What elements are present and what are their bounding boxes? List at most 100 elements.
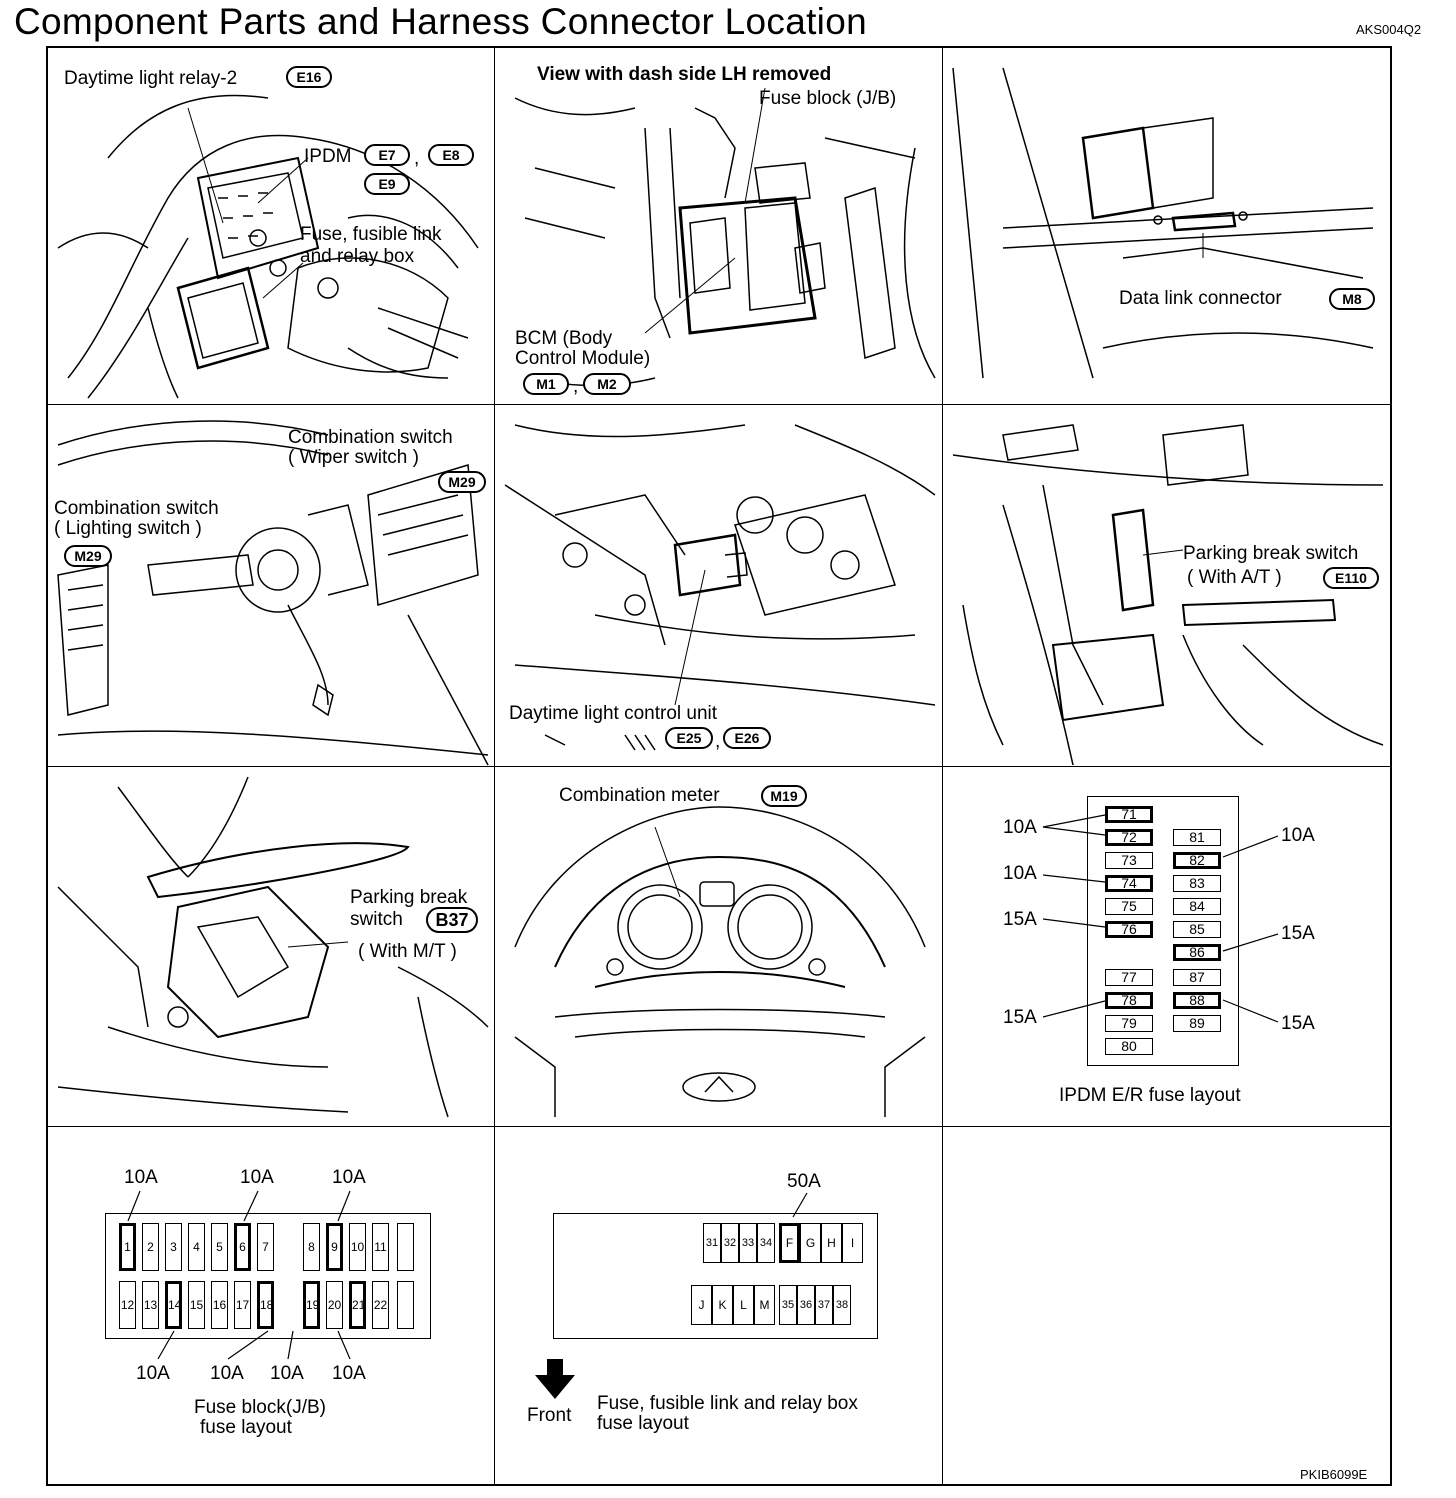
jb-caption-line1: Fuse block(J/B) (194, 1397, 326, 1418)
fuse-block-label: Fuse block (J/B) (759, 88, 897, 109)
relay-box-leaders (535, 1192, 808, 1399)
connector-m2: M2 (583, 373, 631, 395)
panel-data-link-connector: Data link connector M8 (943, 48, 1390, 404)
amp-rating: 15A (1281, 923, 1315, 944)
separator: , (573, 376, 579, 397)
fuse-74: 74 (1105, 875, 1153, 892)
fuse-I: I (842, 1223, 863, 1263)
separator: , (414, 148, 420, 169)
fuse-1: 1 (119, 1223, 136, 1271)
amp-rating: 10A (332, 1167, 366, 1188)
combination-meter-label: Combination meter (559, 785, 720, 806)
parking-break-line2: switch (350, 909, 403, 930)
panel-bcm: View with dash side LH removed Fuse bloc… (495, 48, 942, 404)
parking-break-line1: Parking break (350, 887, 468, 908)
connector-e25: E25 (665, 727, 713, 749)
fuse-83: 83 (1173, 875, 1221, 892)
fuse-19: 19 (303, 1281, 320, 1329)
dlc-illustration (952, 67, 1374, 379)
fuse-75: 75 (1105, 898, 1153, 915)
fuse-72: 72 (1105, 829, 1153, 846)
data-link-connector-label: Data link connector (1119, 288, 1282, 309)
ipdm-amp-leaders (1042, 814, 1279, 1023)
fuse-85: 85 (1173, 921, 1221, 938)
fuse-36: 36 (797, 1285, 815, 1325)
fuse-18: 18 (257, 1281, 274, 1329)
fuse-88: 88 (1173, 992, 1221, 1009)
ipdm-fuse-layout-caption: IPDM E/R fuse layout (1059, 1085, 1241, 1106)
fuse-73: 73 (1105, 852, 1153, 869)
footer-code: PKIB6099E (1300, 1467, 1368, 1482)
fuse-32: 32 (721, 1223, 739, 1263)
connector-m29-lighting: M29 (64, 545, 112, 567)
fuse-9: 9 (326, 1223, 343, 1271)
amp-rating: 10A (1281, 825, 1315, 846)
panel-parking-break-switch-at: Parking break switch ( With A/T ) E110 (943, 405, 1390, 766)
fuse-16: 16 (211, 1281, 228, 1329)
fuse-34: 34 (757, 1223, 775, 1263)
fuse-20: 20 (326, 1281, 343, 1329)
amp-rating: 15A (1003, 1007, 1037, 1028)
fuse-F: F (779, 1223, 800, 1263)
lighting-switch-line1: Combination switch (54, 498, 219, 519)
fuse-84: 84 (1173, 898, 1221, 915)
engine-bay-illustration (504, 424, 936, 751)
pedal-area-illustration (952, 424, 1384, 766)
panel-parking-break-switch-mt: Parking break switch B37 ( With M/T ) (48, 767, 494, 1126)
fuse-80: 80 (1105, 1038, 1153, 1055)
connector-e7: E7 (364, 144, 410, 166)
connector-e110: E110 (1323, 567, 1379, 589)
fuse-82: 82 (1173, 852, 1221, 869)
amp-rating: 10A (124, 1167, 158, 1188)
connector-e16: E16 (286, 66, 332, 88)
fuse-blank (397, 1223, 414, 1271)
amp-rating: 10A (210, 1363, 244, 1384)
parking-break-switch-label: Parking break switch (1183, 543, 1359, 564)
relay-box-outline (553, 1213, 878, 1339)
fuse-22: 22 (372, 1281, 389, 1329)
amp-rating: 10A (270, 1363, 304, 1384)
bcm-label-line2: Control Module) (515, 348, 651, 369)
fuse-14: 14 (165, 1281, 182, 1329)
jb-fuse-box (105, 1213, 431, 1339)
fuse-G: G (800, 1223, 821, 1263)
fuse-7: 7 (257, 1223, 274, 1271)
panel-empty (943, 1127, 1390, 1484)
fuse-L: L (733, 1285, 754, 1325)
connector-e9: E9 (364, 173, 410, 195)
fuse-15: 15 (188, 1281, 205, 1329)
fuse-35: 35 (779, 1285, 797, 1325)
relay-caption-line1: Fuse, fusible link and relay box (597, 1393, 858, 1414)
fuse-2: 2 (142, 1223, 159, 1271)
fuse-5: 5 (211, 1223, 228, 1271)
fuse-12: 12 (119, 1281, 136, 1329)
fuse-76: 76 (1105, 921, 1153, 938)
front-label: Front (527, 1405, 572, 1426)
parking-break-switch-sub: ( With A/T ) (1187, 567, 1282, 588)
connector-m1: M1 (523, 373, 569, 395)
fuse-box-label-line1: Fuse, fusible link (300, 224, 442, 245)
fuse-K: K (712, 1285, 733, 1325)
amp-rating: 10A (1003, 863, 1037, 884)
amp-rating: 10A (332, 1363, 366, 1384)
amp-rating: 10A (1003, 817, 1037, 838)
fuse-33: 33 (739, 1223, 757, 1263)
jb-caption-line2: fuse layout (200, 1417, 292, 1438)
connector-m29-wiper: M29 (438, 471, 486, 493)
connector-e8: E8 (428, 144, 474, 166)
view-title: View with dash side LH removed (537, 64, 832, 85)
jb-amp-leaders (127, 1190, 351, 1360)
fuse-37: 37 (815, 1285, 833, 1325)
ipdm-fuse-box (1087, 796, 1239, 1066)
panel-engine-room: Daytime light relay-2 E16 IPDM E7 , E8 E… (48, 48, 494, 404)
parking-brake-lever-illustration (57, 776, 489, 1118)
panel-combination-meter: Combination meter M19 (495, 767, 942, 1126)
fuse-31: 31 (703, 1223, 721, 1263)
connector-e26: E26 (723, 727, 771, 749)
amp-rating: 10A (136, 1363, 170, 1384)
amp-rating: 50A (787, 1171, 821, 1192)
fuse-79: 79 (1105, 1015, 1153, 1032)
panel-combination-switch: Combination switch ( Wiper switch ) M29 … (48, 405, 494, 766)
